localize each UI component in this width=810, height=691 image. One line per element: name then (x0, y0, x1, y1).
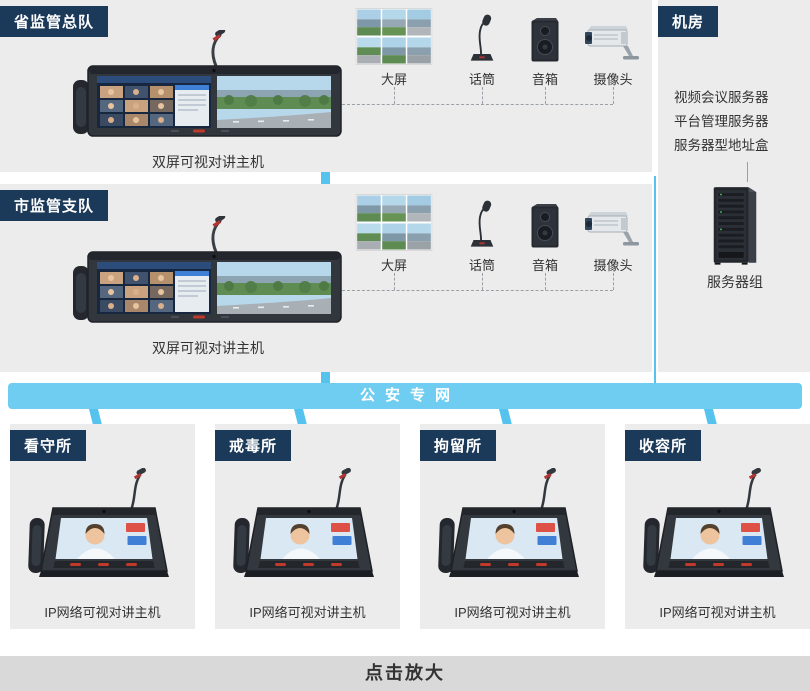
station-panel: 戒毒所 IP网络可视对讲主机 (215, 424, 400, 629)
station-title: 戒毒所 (215, 430, 292, 461)
connector-line (747, 162, 748, 182)
server-list-item: 服务器型地址盒 (674, 138, 769, 153)
ip-intercom-device-icon (643, 468, 793, 590)
network-connector (704, 409, 717, 425)
device-label: IP网络可视对讲主机 (454, 605, 571, 620)
video-wall-icon (355, 8, 433, 65)
network-label: 公安专网 (359, 387, 460, 404)
server-rack-icon (706, 184, 764, 266)
device-label: IP网络可视对讲主机 (659, 605, 776, 620)
station-panel: 收容所 IP网络可视对讲主机 (625, 424, 810, 629)
panel-machine-room: 机房 视频会议服务器 平台管理服务器 服务器型地址盒 服务器组 (658, 0, 810, 372)
station-panel: 拘留所 IP网络可视对讲主机 (420, 424, 605, 629)
peripheral-label: 大屏 (380, 72, 407, 87)
dashed-connector (613, 87, 614, 104)
microphone-icon (466, 199, 498, 249)
dashed-connector (545, 87, 546, 104)
video-wall-icon (355, 194, 433, 251)
microphone-icon (466, 13, 498, 63)
cctv-camera-icon (585, 24, 641, 68)
footer-bar: 点击放大 (0, 656, 810, 691)
dashed-connector (482, 87, 483, 104)
station-title: 看守所 (10, 430, 87, 461)
network-connector (321, 372, 330, 383)
device-label: IP网络可视对讲主机 (44, 605, 161, 620)
device-label: IP网络可视对讲主机 (249, 605, 366, 620)
station-title: 拘留所 (420, 430, 497, 461)
station-title: 收容所 (625, 430, 702, 461)
peripheral-label: 音箱 (531, 258, 558, 273)
network-connector (321, 172, 330, 184)
dashed-connector (613, 273, 614, 290)
peripheral-label: 大屏 (380, 258, 407, 273)
panel-municipal: 市监管支队 双屏可视对讲主机 大屏 话筒 音箱 摄像头 (0, 184, 652, 372)
dual-screen-intercom-device-icon (73, 30, 343, 150)
device-label: 服务器组 (707, 274, 763, 290)
network-bar: 公安专网 (8, 383, 802, 409)
cctv-camera-icon (585, 210, 641, 254)
server-list: 视频会议服务器 平台管理服务器 服务器型地址盒 (674, 86, 806, 158)
server-list-item: 平台管理服务器 (674, 114, 769, 129)
enlarge-button[interactable]: 点击放大 (365, 663, 445, 683)
section-title-machine-room: 机房 (658, 6, 719, 37)
dashed-connector (342, 104, 613, 105)
network-connector (654, 176, 656, 383)
network-connector (89, 409, 102, 425)
peripheral-label: 摄像头 (593, 72, 633, 87)
ip-intercom-device-icon (28, 468, 178, 590)
dashed-connector (545, 273, 546, 290)
ip-intercom-device-icon (233, 468, 383, 590)
dashed-connector (482, 273, 483, 290)
dashed-connector (394, 87, 395, 104)
speaker-icon (530, 204, 560, 248)
device-label: 双屏可视对讲主机 (152, 154, 264, 170)
server-list-item: 视频会议服务器 (674, 90, 769, 105)
peripheral-label: 摄像头 (593, 258, 633, 273)
station-panel: 看守所 IP网络可视对讲主机 (10, 424, 195, 629)
dashed-connector (394, 273, 395, 290)
peripheral-label: 音箱 (531, 72, 558, 87)
section-title-provincial: 省监管总队 (0, 6, 109, 37)
ip-intercom-device-icon (438, 468, 588, 590)
network-connector (499, 409, 512, 425)
peripheral-label: 话筒 (468, 258, 495, 273)
peripheral-label: 话筒 (468, 72, 495, 87)
section-title-municipal: 市监管支队 (0, 190, 109, 221)
network-connector (294, 409, 307, 425)
speaker-icon (530, 18, 560, 62)
device-label: 双屏可视对讲主机 (152, 340, 264, 356)
dashed-connector (342, 290, 613, 291)
dual-screen-intercom-device-icon (73, 216, 343, 336)
panel-provincial: 省监管总队 双屏可视对讲主机 大屏 话筒 音箱 摄像头 (0, 0, 652, 172)
